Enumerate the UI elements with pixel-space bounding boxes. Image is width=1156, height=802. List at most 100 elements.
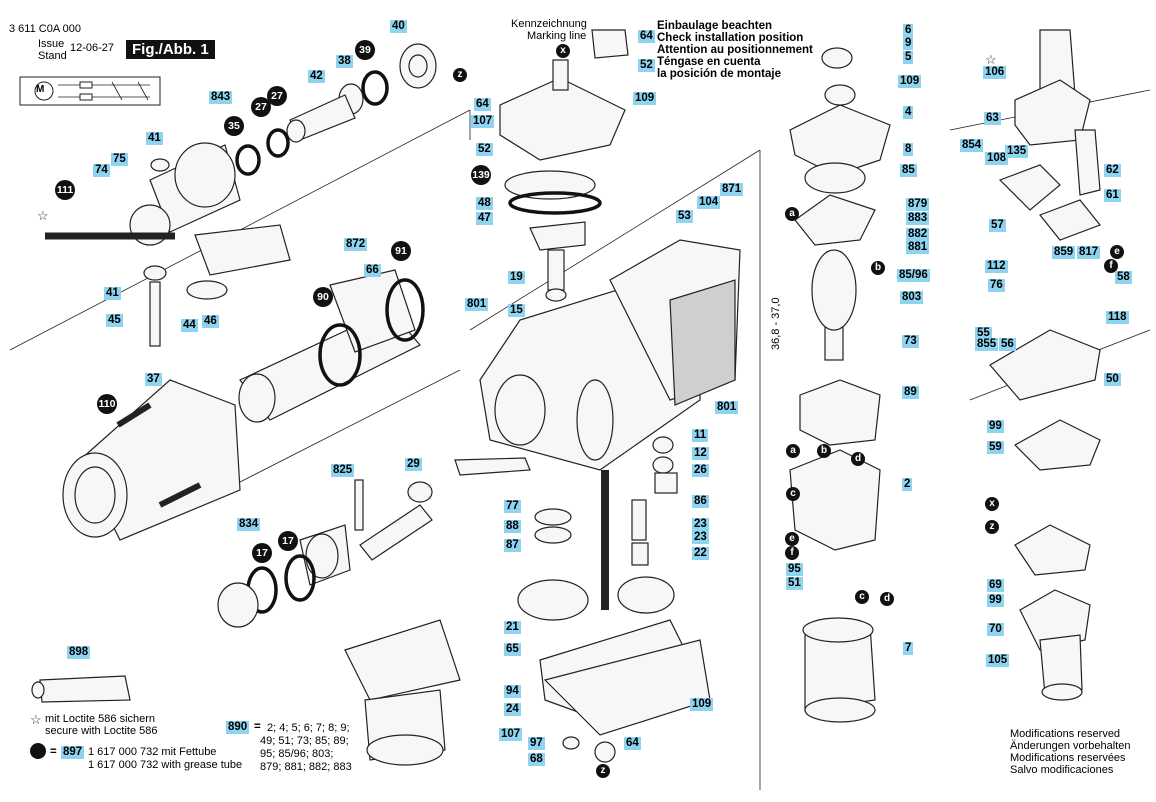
stand-label: Stand: [38, 50, 67, 62]
set-list-line-2: 49; 51; 73; 85; 89;: [260, 735, 349, 747]
part-label-52-b: 52: [476, 143, 493, 156]
part-label-66: 66: [364, 264, 381, 277]
loctite-star-icon: ☆: [37, 208, 49, 223]
part-label-17-a: 17: [278, 531, 298, 551]
part-label-94: 94: [504, 685, 521, 698]
grease-note-de: 1 617 000 732 mit Fettube: [88, 746, 217, 758]
part-label-27-b: 27: [251, 97, 271, 117]
set-part-number: 890: [226, 721, 250, 734]
wire-marker-x-top: x: [556, 44, 570, 58]
part-label-69: 69: [987, 579, 1004, 592]
part-label-58: 58: [1115, 271, 1132, 284]
wire-marker-d-mid: d: [851, 452, 865, 466]
part-label-39: 39: [355, 40, 375, 60]
part-label-97: 97: [528, 737, 545, 750]
part-label-27-a: 27: [267, 86, 287, 106]
part-label-109-a: 109: [633, 92, 657, 105]
wire-marker-x-right: x: [985, 497, 999, 511]
part-label-7: 7: [903, 642, 914, 655]
part-label-29: 29: [405, 458, 422, 471]
modifications-en: Modifications reserved: [1010, 728, 1121, 740]
part-label-817: 817: [1077, 246, 1101, 259]
part-label-879: 879: [906, 198, 930, 211]
install-note-es-1: Téngase en cuenta: [657, 56, 761, 68]
part-label-65: 65: [504, 643, 521, 656]
install-note-de: Einbaulage beachten: [657, 20, 773, 32]
part-label-41-b: 41: [104, 287, 121, 300]
issue-label: Issue: [38, 38, 65, 50]
part-label-48: 48: [476, 197, 493, 210]
part-label-47: 47: [476, 212, 493, 225]
part-label-882: 882: [906, 228, 930, 241]
part-label-95: 95: [786, 563, 803, 576]
part-label-64-a: 64: [638, 30, 655, 43]
part-label-105: 105: [986, 654, 1010, 667]
part-label-17-b: 17: [252, 543, 272, 563]
part-label-872: 872: [344, 238, 368, 251]
part-label-5: 5: [903, 51, 914, 64]
part-label-64-c: 64: [624, 737, 641, 750]
part-label-15: 15: [508, 304, 525, 317]
part-label-23-b: 23: [692, 531, 709, 544]
part-label-801-b: 801: [715, 401, 739, 414]
part-label-59: 59: [987, 441, 1004, 454]
part-label-38: 38: [336, 55, 353, 68]
wire-marker-z-bottom: z: [596, 764, 610, 778]
part-label-834: 834: [237, 518, 261, 531]
set-list-line-1: 2; 4; 5; 6; 7; 8; 9;: [267, 722, 350, 734]
part-label-139: 139: [471, 165, 491, 185]
part-label-99-a: 99: [987, 420, 1004, 433]
wire-marker-z-top: z: [453, 68, 467, 82]
part-label-35: 35: [224, 116, 244, 136]
marking-line-label: Marking line: [527, 30, 587, 42]
part-label-73: 73: [902, 335, 919, 348]
part-label-859: 859: [1052, 246, 1076, 259]
grease-note-en: 1 617 000 732 with grease tube: [88, 759, 243, 771]
loctite-star-icon-right: ☆: [985, 52, 997, 67]
part-label-106: 106: [983, 66, 1007, 79]
part-label-803: 803: [900, 291, 924, 304]
part-label-109-b: 109: [690, 698, 714, 711]
part-label-61: 61: [1104, 189, 1121, 202]
part-label-110: 110: [97, 394, 117, 414]
part-label-104: 104: [697, 196, 721, 209]
part-label-111: 111: [55, 180, 75, 200]
part-label-41-a: 41: [146, 132, 163, 145]
install-note-fr: Attention au positionnement: [657, 44, 813, 56]
part-label-854: 854: [960, 139, 984, 152]
wire-marker-e-right: e: [1110, 245, 1124, 259]
part-label-12: 12: [692, 447, 709, 460]
part-label-4: 4: [903, 106, 914, 119]
part-label-46: 46: [202, 315, 219, 328]
part-label-45: 45: [106, 314, 123, 327]
part-label-99-b: 99: [987, 594, 1004, 607]
part-label-108: 108: [985, 152, 1009, 165]
part-label-6: 6: [903, 24, 914, 37]
wire-marker-d-low: d: [880, 592, 894, 606]
part-label-85: 85: [900, 164, 917, 177]
wire-marker-f-mid: f: [785, 546, 799, 560]
set-equals: =: [254, 721, 261, 733]
modifications-de: Änderungen vorbehalten: [1010, 740, 1131, 752]
part-label-50: 50: [1104, 373, 1121, 386]
figure-label: Fig./Abb. 1: [126, 40, 215, 59]
part-label-19: 19: [508, 271, 525, 284]
part-label-89: 89: [902, 386, 919, 399]
part-label-11: 11: [692, 429, 709, 442]
part-label-64-b: 64: [474, 98, 491, 111]
part-label-26: 26: [692, 464, 709, 477]
install-note-en: Check installation position: [657, 32, 804, 44]
wire-marker-b-top: b: [871, 261, 885, 275]
part-label-57: 57: [989, 219, 1006, 232]
wire-marker-c-low: c: [855, 590, 869, 604]
part-label-51: 51: [786, 577, 803, 590]
part-label-76: 76: [988, 279, 1005, 292]
wire-marker-e-mid: e: [785, 532, 799, 546]
part-label-70: 70: [987, 623, 1004, 636]
part-label-855: 855: [975, 338, 999, 351]
issue-date: 12-06-27: [70, 42, 115, 54]
motor-symbol: M: [36, 84, 45, 95]
loctite-legend-star-icon: ☆: [30, 712, 42, 727]
wire-marker-f-right: f: [1104, 259, 1118, 273]
